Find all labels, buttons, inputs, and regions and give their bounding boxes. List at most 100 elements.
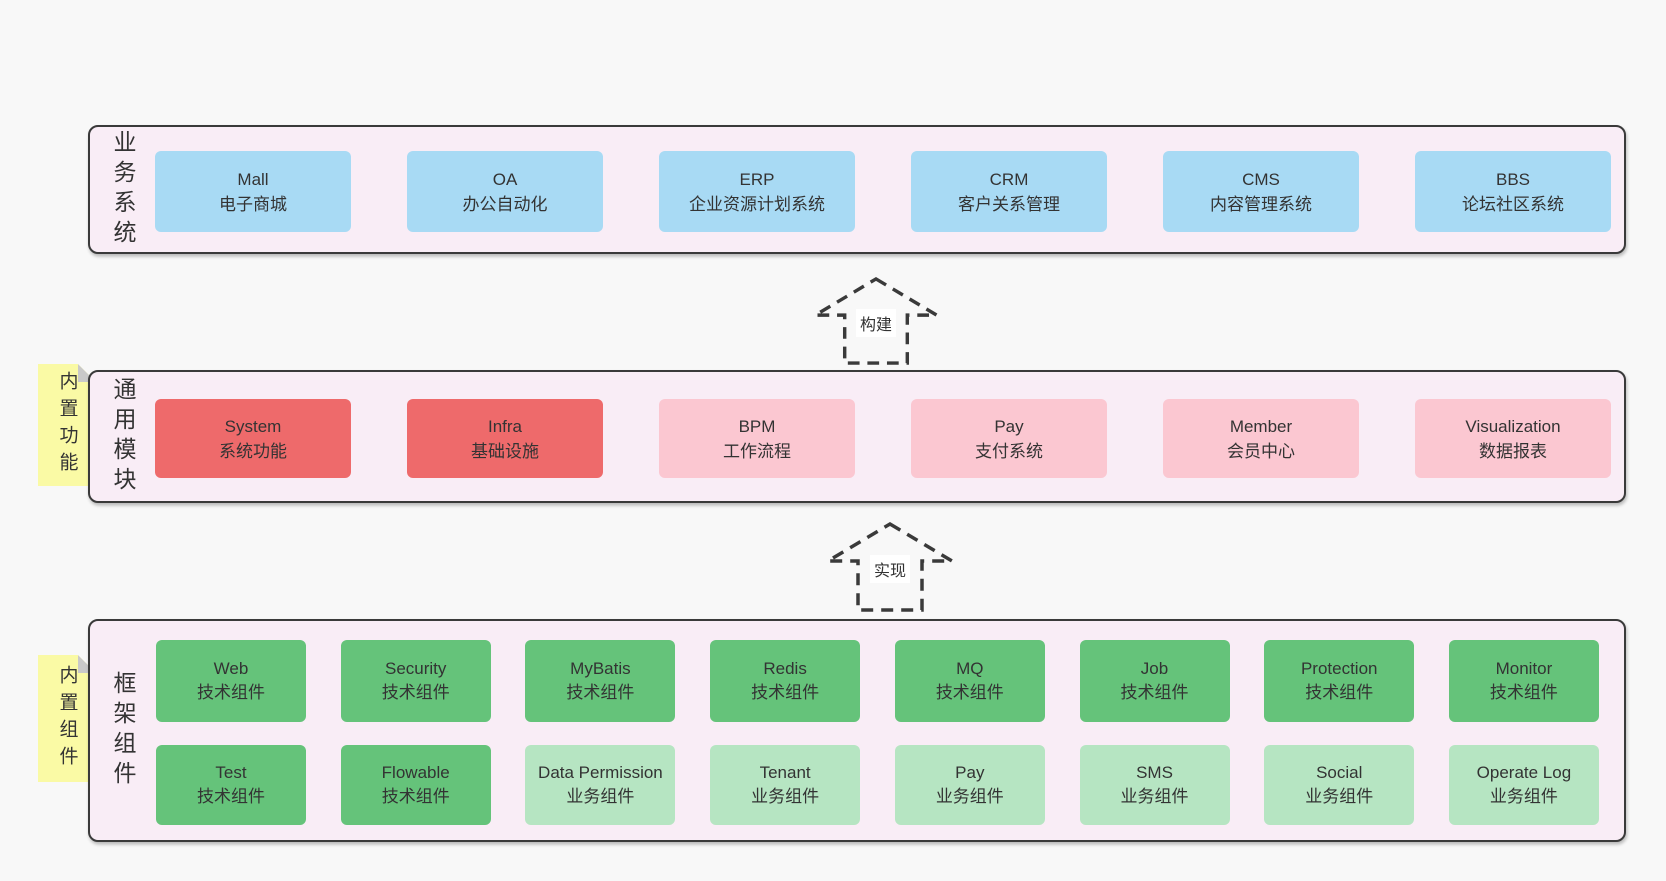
box-subtitle: 技术组件 — [197, 787, 265, 806]
diagram-box-job: Job 技术组件 — [1079, 640, 1230, 722]
box-subtitle: 技术组件 — [197, 683, 265, 702]
diagram-box-cms: CMS 内容管理系统 — [1163, 151, 1359, 232]
build-arrow-label: 构建 — [855, 308, 897, 337]
box-subtitle: 业务组件 — [1120, 787, 1189, 806]
box-subtitle: 电子商城 — [219, 194, 287, 214]
sticky-tab-label: 内置组件 — [56, 664, 78, 773]
box-subtitle: 技术组件 — [1305, 683, 1374, 702]
diagram-box-flowable: Flowable 技术组件 — [340, 745, 491, 825]
box-title: Social — [1316, 763, 1363, 782]
layer-label-wrap: 框架组件 — [100, 621, 146, 840]
diagram-box-infra: Infra 基础设施 — [407, 399, 603, 478]
layer-business-systems-label: 业务系统 — [110, 129, 136, 250]
implement-arrow: 实现 — [825, 519, 955, 615]
sticky-tab-label: 内置功能 — [56, 371, 78, 479]
diagram-box-monitor: Monitor 技术组件 — [1448, 640, 1599, 722]
box-title: Test — [215, 763, 247, 782]
layer-framework-components-label: 框架组件 — [110, 670, 136, 791]
up-block-arrow-icon — [811, 276, 941, 365]
diagram-box-system: System 系统功能 — [155, 399, 351, 478]
box-subtitle: 业务组件 — [935, 787, 1004, 806]
diagram-box-data-permission: Data Permission 业务组件 — [525, 745, 676, 825]
diagram-box-operate-log: Operate Log 业务组件 — [1448, 745, 1599, 825]
box-subtitle: 论坛社区系统 — [1462, 194, 1564, 214]
box-subtitle: 技术组件 — [751, 683, 820, 702]
diagram-box-mybatis: MyBatis 技术组件 — [525, 640, 676, 722]
layer-label-wrap: 业务系统 — [100, 127, 146, 252]
box-subtitle: 支付系统 — [975, 441, 1043, 461]
box-subtitle: 业务组件 — [751, 787, 820, 806]
diagram-box-test: Test 技术组件 — [156, 745, 306, 825]
box-subtitle: 技术组件 — [1120, 683, 1189, 702]
box-title: Redis — [763, 659, 807, 678]
box-title: OA — [492, 169, 518, 189]
diagram-box-visualization: Visualization 数据报表 — [1415, 399, 1611, 478]
box-title: Flowable — [381, 763, 450, 782]
diagram-box-sms: SMS 业务组件 — [1079, 745, 1230, 825]
layer-label-wrap: 通用模块 — [100, 372, 146, 501]
box-title: Job — [1140, 659, 1169, 678]
diagram-box-security: Security 技术组件 — [340, 640, 491, 722]
box-title: SMS — [1136, 763, 1173, 782]
box-subtitle: 基础设施 — [471, 441, 539, 461]
diagram-box-web: Web 技术组件 — [156, 640, 306, 722]
box-title: BBS — [1495, 169, 1531, 189]
box-title: Security — [384, 659, 447, 678]
box-title: Monitor — [1495, 659, 1553, 678]
diagram-box-bbs: BBS 论坛社区系统 — [1415, 151, 1611, 232]
box-subtitle: 技术组件 — [381, 683, 450, 702]
box-subtitle: 技术组件 — [381, 787, 450, 806]
layer-common-modules-label: 通用模块 — [110, 376, 136, 497]
diagram-box-pay: Pay 业务组件 — [894, 745, 1045, 825]
box-title: Protection — [1300, 659, 1378, 678]
diagram-box-tenant: Tenant 业务组件 — [710, 745, 861, 825]
box-subtitle: 企业资源计划系统 — [689, 194, 825, 214]
box-subtitle: 技术组件 — [1489, 683, 1558, 702]
box-subtitle: 办公自动化 — [462, 194, 548, 214]
box-title: Mall — [237, 169, 269, 189]
box-title: Member — [1229, 416, 1293, 436]
diagram-box-protection: Protection 技术组件 — [1264, 640, 1415, 722]
box-title: Web — [213, 659, 249, 678]
box-subtitle: 数据报表 — [1479, 441, 1547, 461]
box-title: MQ — [956, 659, 984, 678]
box-subtitle: 工作流程 — [723, 441, 791, 461]
box-title: Pay — [955, 763, 985, 782]
box-subtitle: 系统功能 — [219, 441, 287, 461]
box-title: Tenant — [759, 763, 811, 782]
diagram-box-redis: Redis 技术组件 — [710, 640, 861, 722]
build-arrow: 构建 — [811, 276, 941, 366]
box-title: Operate Log — [1476, 763, 1572, 782]
box-subtitle: 技术组件 — [566, 683, 635, 702]
box-title: BPM — [738, 416, 776, 436]
diagram-box-bpm: BPM 工作流程 — [659, 399, 855, 478]
diagram-box-erp: ERP 企业资源计划系统 — [659, 151, 855, 232]
box-title: Infra — [487, 416, 523, 436]
box-title: ERP — [739, 169, 775, 189]
box-title: Data Permission — [538, 763, 663, 782]
box-title: CMS — [1242, 169, 1280, 189]
up-block-arrow-icon — [825, 521, 955, 612]
box-title: System — [224, 416, 282, 436]
box-title: MyBatis — [570, 659, 631, 678]
box-subtitle: 技术组件 — [935, 683, 1004, 702]
box-subtitle: 客户关系管理 — [958, 194, 1060, 214]
diagram-box-mq: MQ 技术组件 — [894, 640, 1045, 722]
box-title: Pay — [994, 416, 1024, 436]
implement-arrow-label: 实现 — [869, 554, 911, 583]
sticky-tab-built-in-features: 内置功能 — [38, 364, 96, 486]
box-subtitle: 业务组件 — [566, 787, 635, 806]
box-title: Visualization — [1465, 416, 1561, 436]
box-subtitle: 业务组件 — [1489, 787, 1558, 806]
diagram-box-oa: OA 办公自动化 — [407, 151, 603, 232]
box-subtitle: 内容管理系统 — [1210, 194, 1312, 214]
